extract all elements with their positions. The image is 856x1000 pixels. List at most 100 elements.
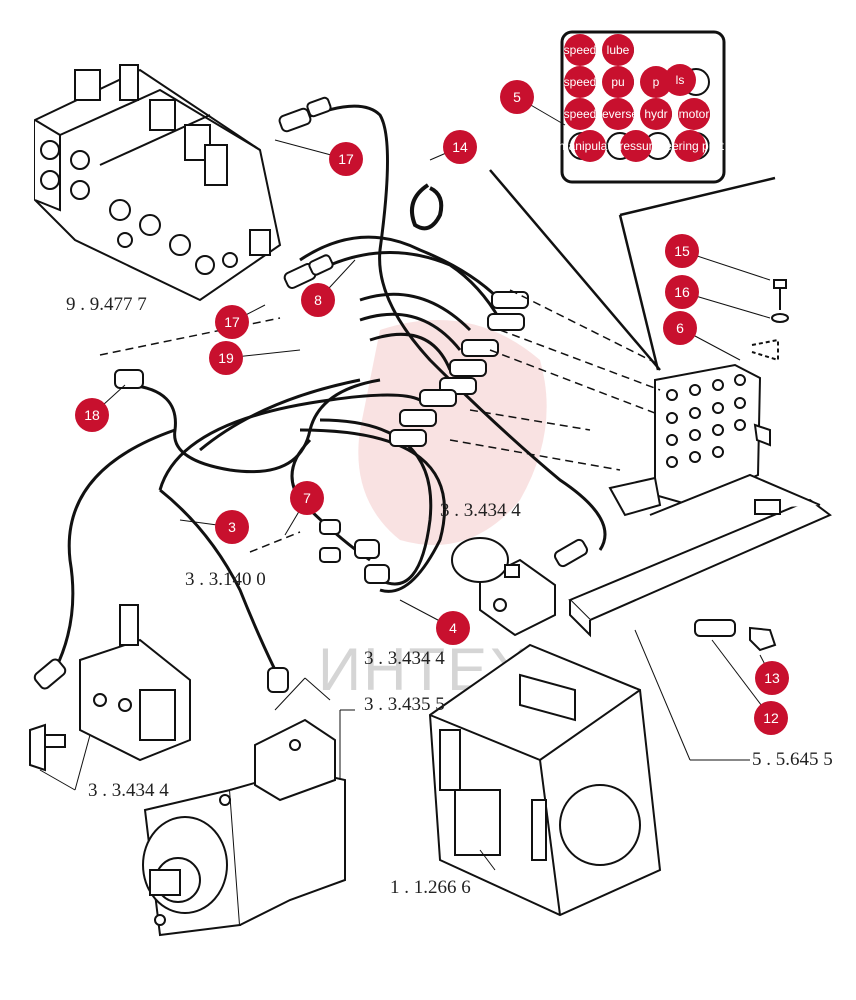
callout-number: 3 (228, 519, 236, 535)
legend-port-label: pu (611, 75, 624, 89)
legend-port-label: lube (607, 43, 630, 57)
legend-port-circle (602, 98, 634, 130)
ref-label: 3 . 3.140 0 (185, 569, 266, 590)
callout-17a[interactable]: 17 (329, 142, 363, 176)
legend-port-reverse[interactable]: reverse (598, 98, 638, 130)
hose-clip (410, 183, 444, 231)
legend-port-manipulator[interactable]: manipulator (559, 130, 622, 162)
callout-number: 8 (314, 292, 322, 308)
callout-number: 19 (218, 350, 234, 366)
hose-fittings (33, 96, 589, 693)
callout-circle (665, 275, 699, 309)
legend-port-circle (674, 130, 706, 162)
callout-14[interactable]: 14 (443, 130, 477, 164)
legend-port-label: motor (679, 107, 710, 121)
legend-port-label: reverse (598, 107, 638, 121)
callout-6[interactable]: 6 (663, 311, 697, 345)
legend-port-label: hydr (644, 107, 667, 121)
ref-label: 3 . 3.434 4 (88, 780, 169, 801)
callout-circle (500, 80, 534, 114)
callout-18[interactable]: 18 (75, 398, 109, 432)
ref-label: 1 . 1.266 6 (390, 877, 471, 898)
callout-circle (754, 701, 788, 735)
callout-circle (215, 510, 249, 544)
callout-number: 15 (674, 243, 690, 259)
callout-circle (75, 398, 109, 432)
callout-circle (755, 661, 789, 695)
legend-port-motor[interactable]: motor (678, 98, 710, 130)
hose-lines (53, 104, 607, 681)
reference-labels: 9 . 9.477 7 3 . 3.434 4 3 . 3.140 0 3 . … (66, 294, 833, 898)
ref-label: 5 . 5.645 5 (752, 749, 833, 770)
callout-circle (215, 305, 249, 339)
mounting-bracket (608, 363, 771, 517)
callout-number: 17 (224, 314, 240, 330)
callout-circle (209, 341, 243, 375)
callout-13[interactable]: 13 (755, 661, 789, 695)
callout-number: 5 (513, 89, 521, 105)
callout-number: 17 (338, 151, 354, 167)
callout-4[interactable]: 4 (436, 611, 470, 645)
callout-group: 5 14 15 16 6 17 17 8 19 18 7 3 4 13 12 (75, 80, 789, 735)
callout-number: 6 (676, 320, 684, 336)
callout-5[interactable]: 5 (500, 80, 534, 114)
legend-port-circle (602, 66, 634, 98)
legend-port-circle (564, 98, 596, 130)
callout-19[interactable]: 19 (209, 341, 243, 375)
callout-circle (663, 311, 697, 345)
callout-number: 18 (84, 407, 100, 423)
legend-port-pressure[interactable]: pressure (613, 130, 660, 162)
legend-port-circle (640, 66, 672, 98)
legend-port-circle (564, 34, 596, 66)
mounting-beam (568, 473, 832, 638)
plug-fittings (694, 619, 777, 652)
callout-17b[interactable]: 17 (215, 305, 249, 339)
callout-8[interactable]: 8 (301, 283, 335, 317)
legend-port-speed[interactable]: speed (564, 98, 597, 130)
legend-port-label: speed (564, 75, 597, 89)
callout-7[interactable]: 7 (290, 481, 324, 515)
legend-port-pu[interactable]: pu (602, 66, 634, 98)
callout-number: 13 (764, 670, 780, 686)
callout-16[interactable]: 16 (665, 275, 699, 309)
callout-circle (443, 130, 477, 164)
legend-port-ls[interactable]: ls (664, 64, 696, 96)
callout-circle (290, 481, 324, 515)
legend-port-label: p (653, 75, 660, 89)
callout-number: 14 (452, 139, 468, 155)
flow-valve-block (451, 537, 556, 637)
legend-port-circle (620, 130, 652, 162)
legend-port-label: speed (564, 107, 597, 121)
legend-port-steering-pilot[interactable]: steering pilot (656, 130, 725, 162)
callout-number: 12 (763, 710, 779, 726)
legend-port-label: ls (676, 73, 685, 87)
legend-port-speed[interactable]: speed (564, 34, 597, 66)
legend-port-label: steering pilot (656, 139, 725, 153)
callout-15[interactable]: 15 (665, 234, 699, 268)
legend-port-hydr[interactable]: hydr (640, 98, 672, 130)
ref-label: 9 . 9.477 7 (66, 294, 147, 315)
callout-circle (301, 283, 335, 317)
legend-port-speed[interactable]: speed (564, 66, 597, 98)
legend-port-circle (664, 64, 696, 96)
reference-leader-lines (39, 629, 750, 871)
callout-12[interactable]: 12 (754, 701, 788, 735)
dashed-pointer-lines (99, 289, 661, 553)
legend-port-circle (640, 98, 672, 130)
callout-3[interactable]: 3 (215, 510, 249, 544)
legend-port-lube[interactable]: lube (602, 34, 634, 66)
callout-circle (436, 611, 470, 645)
legend-port-label: pressure (613, 139, 660, 153)
ref-label: 3 . 3.434 4 (364, 648, 445, 669)
legend-port-p[interactable]: p (640, 66, 672, 98)
hydraulic-pump (142, 718, 346, 937)
legend-port-circle (574, 130, 606, 162)
callout-number: 7 (303, 490, 311, 506)
callout-circle (329, 142, 363, 176)
callout-number: 4 (449, 620, 457, 636)
legend-leader-lines (489, 169, 776, 371)
bolt-and-washer (751, 279, 789, 362)
callout-circle (665, 234, 699, 268)
